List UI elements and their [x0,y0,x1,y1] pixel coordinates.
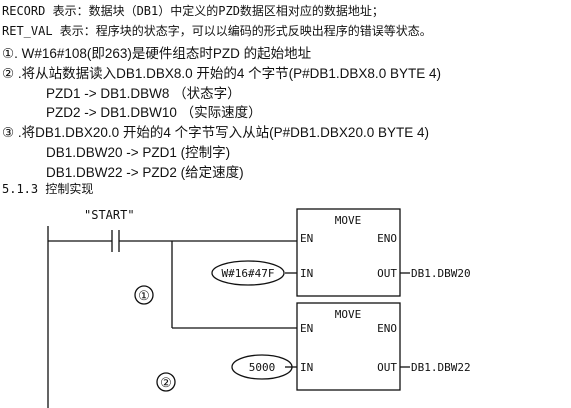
start-contact [111,230,120,252]
block2-out-value: DB1.DBW22 [411,361,471,374]
text-line-ret-val: RET_VAL 表示：程序块的状态字，可以以编码的形式反映出程序的错误等状态。 [2,24,432,38]
block2-title: MOVE [335,308,362,321]
contact-label: "START" [84,208,135,222]
block1-out-pin: OUT [377,267,397,280]
block1-in-value: W#16#47F [222,267,275,280]
block1-in-pin: IN [300,267,313,280]
block1-eno-pin: ENO [377,232,397,245]
section-heading: 5.1.3 控制实现 [2,182,94,196]
block2-out-pin: OUT [377,361,397,374]
text-line-write-slave: ③ .将DB1.DBX20.0 开始的4 个字节写入从站(P#DB1.DBX20… [2,125,429,140]
block1-title: MOVE [335,214,362,227]
in-value-highlight-1 [211,260,285,286]
in-value-highlight-2 [231,354,293,380]
block2-in-value: 5000 [249,361,276,374]
block2-en-pin: EN [300,322,313,335]
block2-eno-pin: ENO [377,322,397,335]
text-line-pzd2-write: DB1.DBW22 -> PZD2 (给定速度) [46,165,244,180]
text-line-pzd2-read: PZD2 -> DB1.DBW10 （实际速度） [46,105,262,120]
block1-marker: ① [138,289,150,304]
marker-circle-2 [156,372,176,392]
text-line-pzd1-read: PZD1 -> DB1.DBW8 （状态字） [46,86,241,101]
block2-in-pin: IN [300,361,313,374]
block1-out-value: DB1.DBW20 [411,267,471,280]
move-block-2 [296,302,401,391]
move-block-1 [296,208,401,297]
marker-circle-1 [134,285,154,305]
text-line-start-address: ①. W#16#108(即263)是硬件组态时PZD 的起始地址 [2,46,312,61]
text-line-record: RECORD 表示：数据块（DB1）中定义的PZD数据区相对应的数据地址； [2,4,384,18]
block2-marker: ② [160,376,172,391]
block1-en-pin: EN [300,232,313,245]
text-line-read-slave: ② .将从站数据读入DB1.DBX8.0 开始的4 个字节(P#DB1.DBX8… [2,66,441,81]
text-line-pzd1-write: DB1.DBW20 -> PZD1 (控制字) [46,145,231,160]
